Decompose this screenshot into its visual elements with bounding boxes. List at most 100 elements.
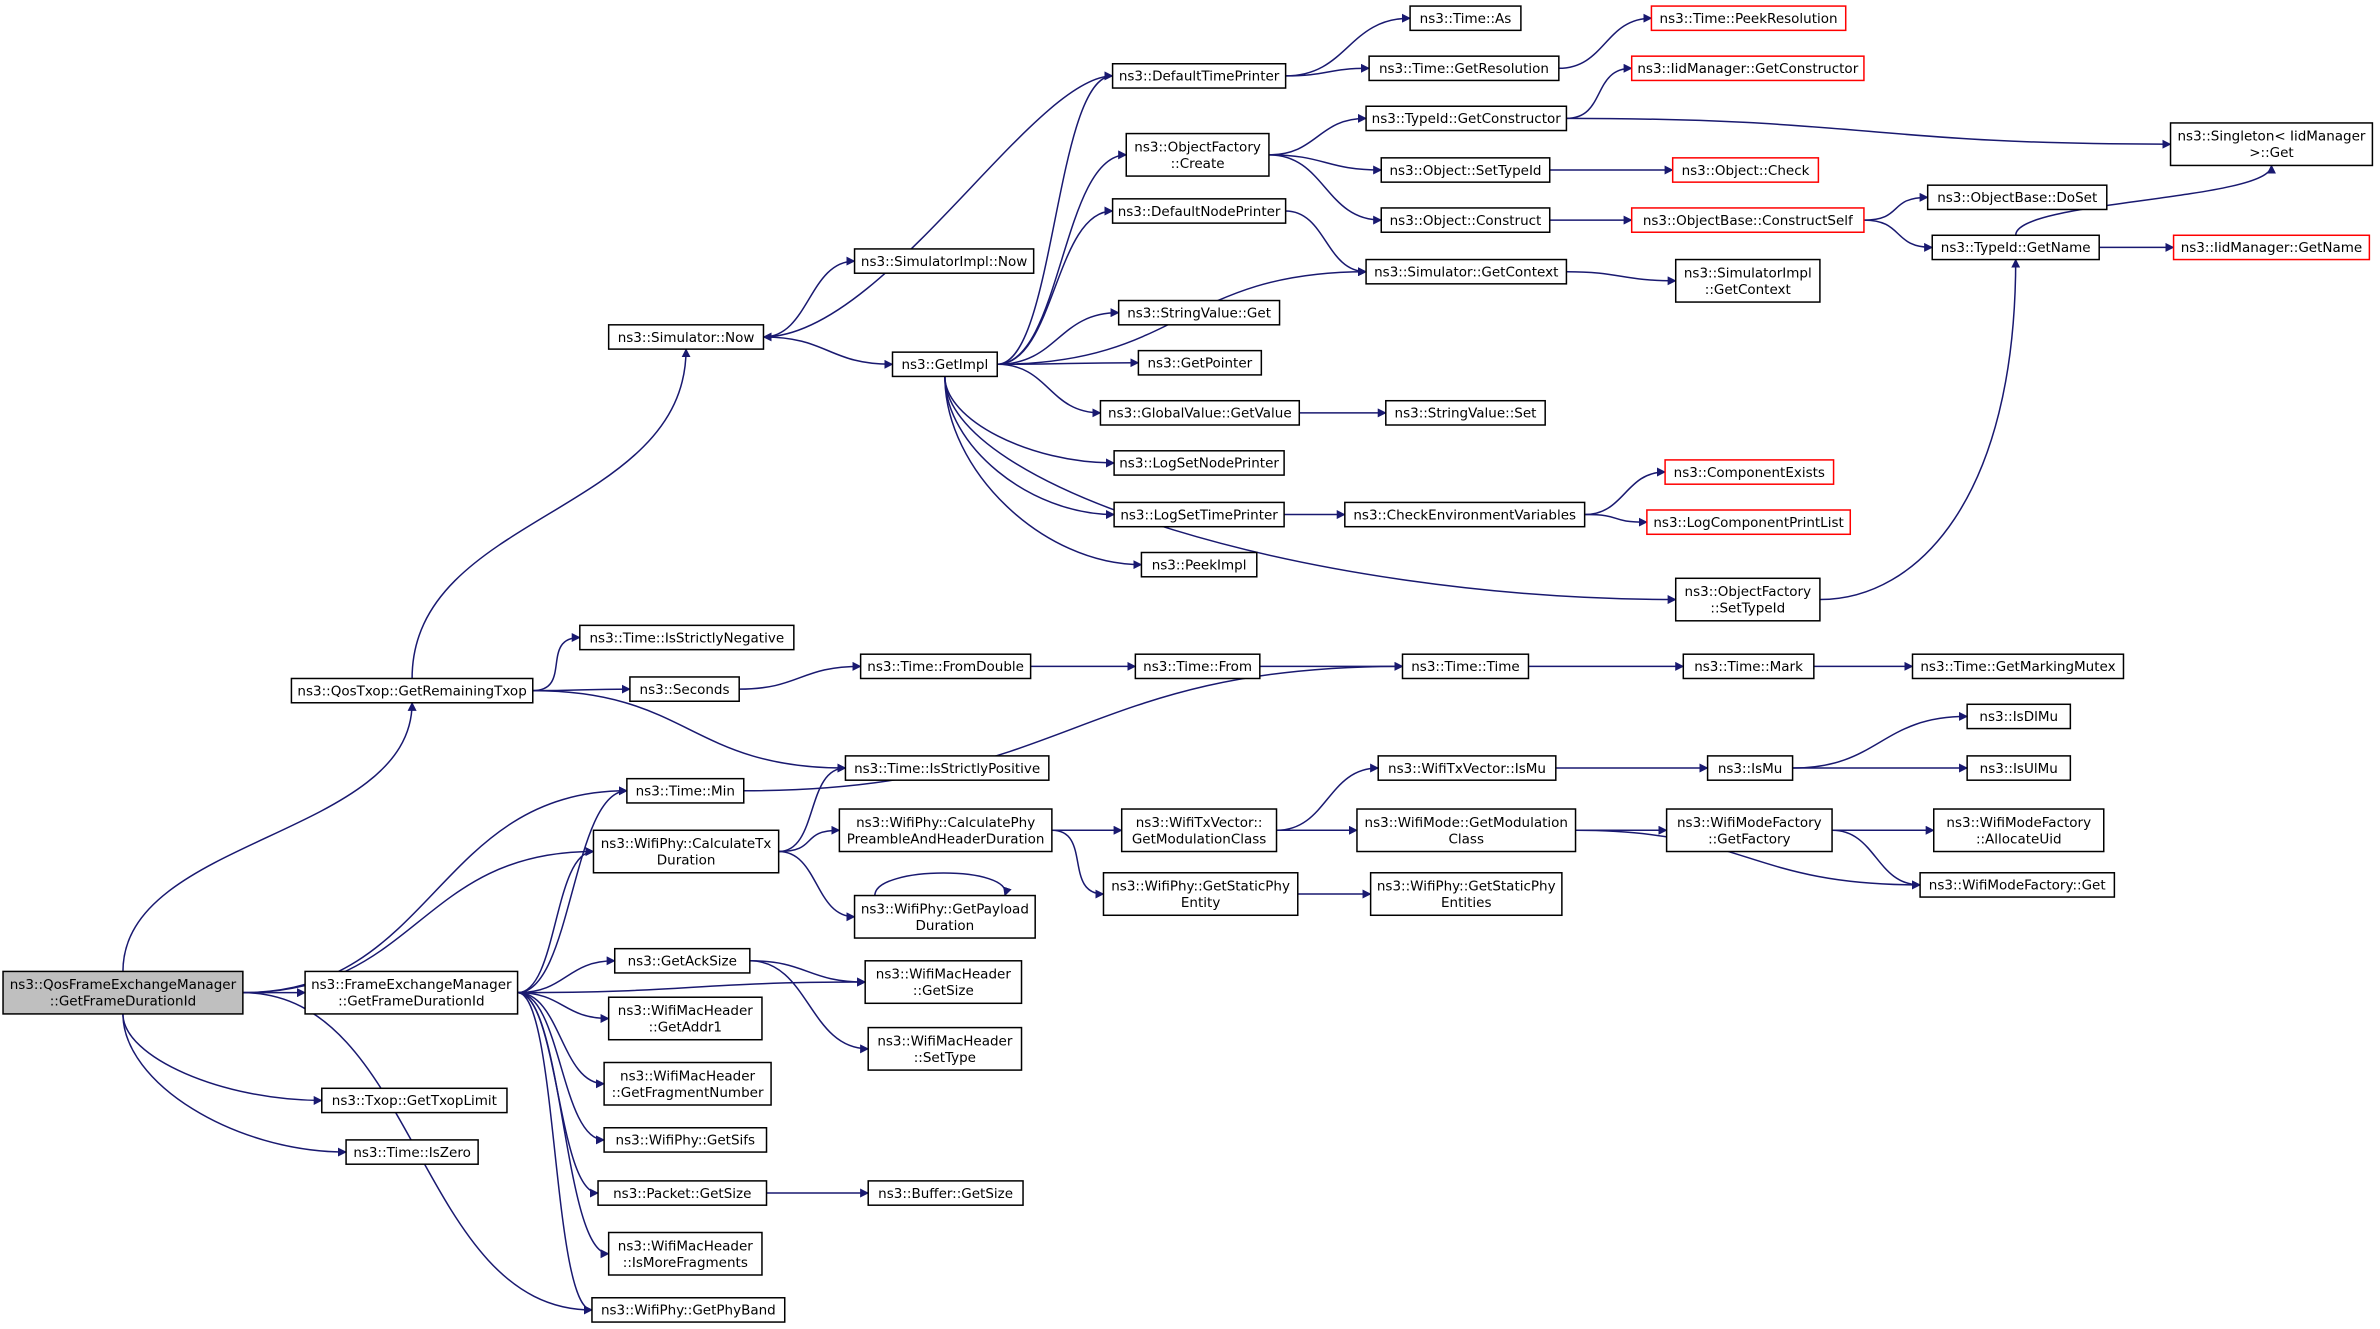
node-logSetNodePrinter[interactable]: ns3::LogSetNodePrinter: [1113, 450, 1285, 476]
node-txopGetTxopLimit[interactable]: ns3::Txop::GetTxopLimit: [321, 1087, 508, 1114]
node-checkEnvVars[interactable]: ns3::CheckEnvironmentVariables: [1344, 501, 1586, 528]
call-edge-fem-phyGetSifs: [517, 991, 606, 1145]
node-getPointer[interactable]: ns3::GetPointer: [1137, 349, 1263, 376]
node-timeMin[interactable]: ns3::Time::Min: [626, 777, 745, 804]
node-fem[interactable]: ns3::FrameExchangeManager::GetFrameDurat…: [304, 970, 519, 1015]
node-packetGetSize[interactable]: ns3::Packet::GetSize: [597, 1180, 768, 1206]
node-strValSet[interactable]: ns3::StringValue::Set: [1385, 399, 1546, 426]
node-getImpl[interactable]: ns3::GetImpl: [891, 351, 998, 378]
node-iidGetName[interactable]: ns3::IidManager::GetName: [2172, 234, 2371, 261]
node-label: ns3::IidManager::GetConstructor: [1637, 61, 1858, 77]
node-box: [1931, 234, 2100, 261]
node-timeAs[interactable]: ns3::Time::As: [1409, 5, 1522, 32]
call-edge-getPayloadDur-self: [874, 872, 1012, 897]
node-peekImpl[interactable]: ns3::PeekImpl: [1140, 551, 1258, 578]
node-box: [1674, 258, 1821, 303]
node-logSetTimePrinter[interactable]: ns3::LogSetTimePrinter: [1113, 501, 1285, 528]
node-macHdrGetFragNum[interactable]: ns3::WifiMacHeader::GetFragmentNumber: [603, 1061, 772, 1106]
node-timeFrom[interactable]: ns3::Time::From: [1134, 653, 1261, 680]
node-isMu[interactable]: ns3::IsMu: [1706, 755, 1794, 781]
node-label: ns3::Seconds: [640, 682, 730, 698]
node-timeMark[interactable]: ns3::Time::Mark: [1682, 653, 1815, 680]
node-label: ns3::WifiModeFactory::Get: [1929, 878, 2106, 894]
node-root[interactable]: ns3::QosFrameExchangeManager::GetFrameDu…: [2, 970, 244, 1015]
node-objBaseDoSet[interactable]: ns3::ObjectBase::DoSet: [1926, 184, 2108, 211]
node-timeGetMarkMutex[interactable]: ns3::Time::GetMarkingMutex: [1911, 653, 2125, 680]
node-box: [864, 960, 1023, 1005]
call-edge-defNodePrinter-simGetContext: [1285, 210, 1367, 277]
node-timeIsStrictPos[interactable]: ns3::Time::IsStrictlyPositive: [844, 755, 1050, 781]
call-edge-fem-calcTxDur: [517, 847, 595, 994]
node-globalValGet[interactable]: ns3::GlobalValue::GetValue: [1099, 399, 1301, 426]
node-label: ns3::WifiPhy::GetPayload: [861, 901, 1029, 917]
node-defNodePrinter[interactable]: ns3::DefaultNodePrinter: [1111, 198, 1287, 224]
node-calcPhyPreamble[interactable]: ns3::WifiPhy::CalculatePhyPreambleAndHea…: [838, 808, 1053, 853]
node-objFactSetTypeId[interactable]: ns3::ObjectFactory::SetTypeId: [1674, 577, 1821, 622]
node-label: ::GetFragmentNumber: [612, 1085, 764, 1101]
node-label: ns3::GlobalValue::GetValue: [1108, 406, 1292, 422]
node-iidGetCtor[interactable]: ns3::IidManager::GetConstructor: [1630, 55, 1865, 82]
node-typeIdGetName[interactable]: ns3::TypeId::GetName: [1931, 234, 2100, 261]
node-objConstruct[interactable]: ns3::Object::Construct: [1380, 207, 1551, 233]
node-logCompPrintList[interactable]: ns3::LogComponentPrintList: [1646, 509, 1852, 536]
node-bufferGetSize[interactable]: ns3::Buffer::GetSize: [867, 1180, 1024, 1206]
node-typeIdGetCtor[interactable]: ns3::TypeId::GetConstructor: [1365, 105, 1568, 132]
node-seconds[interactable]: ns3::Seconds: [629, 676, 740, 703]
node-macHdrGetSize[interactable]: ns3::WifiMacHeader::GetSize: [864, 960, 1023, 1005]
node-timeIsZero[interactable]: ns3::Time::IsZero: [345, 1139, 479, 1165]
node-getRemTxop[interactable]: ns3::QosTxop::GetRemainingTxop: [290, 677, 534, 704]
node-objSetTypeId[interactable]: ns3::Object::SetTypeId: [1380, 157, 1551, 183]
node-box: [603, 1127, 768, 1153]
node-getAckSize[interactable]: ns3::GetAckSize: [613, 947, 751, 974]
node-macHdrGetAddr1[interactable]: ns3::WifiMacHeader::GetAddr1: [607, 996, 763, 1041]
node-macHdrSetType[interactable]: ns3::WifiMacHeader::SetType: [867, 1026, 1023, 1071]
node-phyGetPhyBand[interactable]: ns3::WifiPhy::GetPhyBand: [591, 1297, 786, 1323]
call-edge-checkEnvVars-compExists: [1584, 467, 1666, 516]
node-isUlMu[interactable]: ns3::IsUlMu: [1966, 755, 2072, 781]
node-label: ns3::FrameExchangeManager: [311, 977, 512, 993]
node-macHdrIsMoreFrag[interactable]: ns3::WifiMacHeader::IsMoreFragments: [607, 1231, 763, 1276]
node-simImplNow[interactable]: ns3::SimulatorImpl::Now: [853, 248, 1035, 274]
call-edge-objBaseConstructSelf-typeIdGetName: [1863, 219, 1934, 252]
node-label: ns3::Time::Time: [1411, 659, 1519, 675]
node-wifiModeGetModClass[interactable]: ns3::WifiMode::GetModulationClass: [1356, 808, 1577, 853]
node-objCheck[interactable]: ns3::Object::Check: [1671, 157, 1820, 183]
node-box: [1706, 755, 1794, 781]
call-edge-wifiModeGetModClass-wmfGet: [1575, 829, 1921, 890]
node-txVecIsMu[interactable]: ns3::WifiTxVector::IsMu: [1377, 755, 1557, 781]
node-simGetContext[interactable]: ns3::Simulator::GetContext: [1365, 258, 1568, 285]
node-objBaseConstructSelf[interactable]: ns3::ObjectBase::ConstructSelf: [1630, 207, 1865, 233]
node-defTimePrinter[interactable]: ns3::DefaultTimePrinter: [1111, 63, 1287, 89]
node-timeFromDouble[interactable]: ns3::Time::FromDouble: [859, 653, 1032, 680]
node-label: PreambleAndHeaderDuration: [847, 831, 1045, 847]
call-edges: [122, 13, 2276, 1315]
call-edge-calcTxDur-timeIsStrictPos: [778, 763, 847, 853]
node-wmfGetFactory[interactable]: ns3::WifiModeFactory::GetFactory: [1665, 808, 1833, 853]
node-isDlMu[interactable]: ns3::IsDlMu: [1966, 703, 2072, 730]
node-wmfAllocUid[interactable]: ns3::WifiModeFactory::AllocateUid: [1933, 808, 2105, 853]
node-txVecGetModClass[interactable]: ns3::WifiTxVector::GetModulationClass: [1120, 808, 1278, 853]
node-timeIsStrictNeg[interactable]: ns3::Time::IsStrictlyNegative: [579, 624, 795, 651]
node-compExists[interactable]: ns3::ComponentExists: [1664, 459, 1835, 485]
node-phyGetSifs[interactable]: ns3::WifiPhy::GetSifs: [603, 1127, 768, 1153]
node-wmfGet[interactable]: ns3::WifiModeFactory::Get: [1919, 872, 2116, 898]
node-box: [1140, 551, 1258, 578]
node-box: [1665, 808, 1833, 853]
node-timeGetRes[interactable]: ns3::Time::GetResolution: [1368, 55, 1560, 82]
node-timeTime[interactable]: ns3::Time::Time: [1401, 653, 1530, 680]
node-objFactCreate[interactable]: ns3::ObjectFactory::Create: [1125, 132, 1270, 177]
call-edge-getImpl-globalValGet: [997, 363, 1102, 418]
node-simImplGetContext[interactable]: ns3::SimulatorImpl::GetContext: [1674, 258, 1821, 303]
node-label: ns3::Time::IsZero: [353, 1145, 471, 1161]
node-label: ns3::IsDlMu: [1979, 709, 2058, 725]
node-simNow[interactable]: ns3::Simulator::Now: [607, 324, 765, 350]
node-label: ns3::Time::As: [1420, 11, 1512, 27]
node-timePeekRes[interactable]: ns3::Time::PeekResolution: [1650, 5, 1847, 32]
node-strValGet[interactable]: ns3::StringValue::Get: [1117, 299, 1281, 326]
node-singletonGet[interactable]: ns3::Singleton< IidManager >::Get: [2169, 122, 2374, 167]
